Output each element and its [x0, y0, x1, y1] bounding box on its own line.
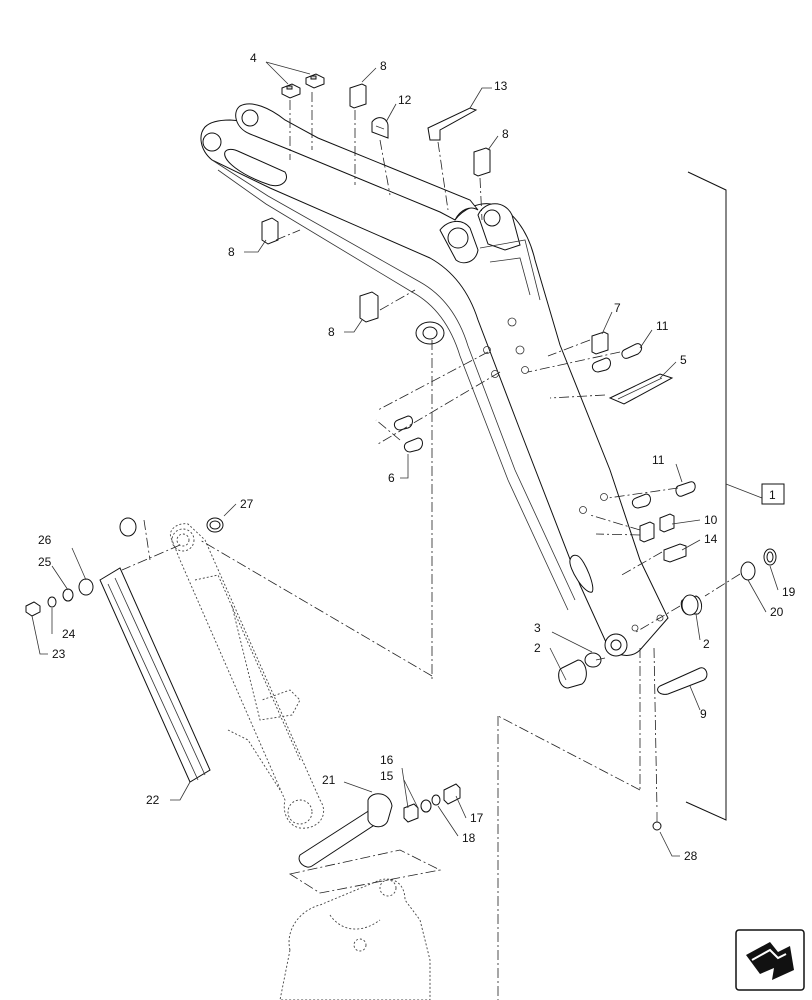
callout-label: 2 — [534, 641, 541, 655]
callout-label: 9 — [700, 707, 707, 721]
callout-label: 26 — [38, 533, 52, 547]
side-channel-part — [99, 567, 211, 783]
callout-label: 12 — [398, 93, 412, 107]
callout-label: 22 — [146, 793, 160, 807]
callout-label: 18 — [462, 831, 476, 845]
callout-label: 11 — [652, 453, 665, 467]
callout-label: 3 — [534, 621, 541, 635]
callout-label: 27 — [240, 497, 254, 511]
callout-label: 28 — [684, 849, 698, 863]
callout-label: 10 — [704, 513, 718, 527]
callout-1-box — [761, 483, 785, 505]
callout-label: 23 — [52, 647, 66, 661]
pin-assembly — [298, 783, 461, 868]
callout-label: 21 — [322, 773, 336, 787]
callout-label: 20 — [770, 605, 784, 619]
small-parts — [261, 73, 696, 563]
next-page-arrow-icon[interactable] — [735, 929, 805, 991]
callout-label: 25 — [38, 555, 52, 569]
callout-label: 11 — [656, 319, 669, 333]
callout-label: 14 — [704, 532, 718, 546]
callouts: 4 8 12 13 8 8 8 7 11 5 6 11 10 14 1 27 2… — [38, 51, 796, 863]
callout-label: 8 — [380, 59, 387, 73]
callout-label: 19 — [782, 585, 796, 599]
callout-label: 5 — [680, 353, 687, 367]
boom-cylinder — [170, 523, 325, 829]
callout-label: 8 — [328, 325, 335, 339]
callout-label: 4 — [250, 51, 257, 65]
small-hardware-left — [25, 517, 224, 617]
callout-label: 8 — [228, 245, 235, 259]
callout-leaders — [31, 61, 779, 857]
callout-label: 2 — [703, 637, 710, 651]
callout-label: 24 — [62, 627, 76, 641]
callout-label: 8 — [502, 127, 509, 141]
callout-label: 17 — [470, 811, 484, 825]
callout-label: 15 — [380, 769, 394, 783]
callout-label: 7 — [614, 301, 621, 315]
callout-label: 6 — [388, 471, 395, 485]
callout-label: 1 — [769, 488, 776, 502]
callout-label: 13 — [494, 79, 508, 93]
phantom-lines — [121, 92, 741, 1000]
boom-assembly — [200, 103, 669, 657]
callout-label: 16 — [380, 753, 394, 767]
base-frame — [279, 878, 431, 1000]
arm-end-hardware — [558, 548, 777, 831]
